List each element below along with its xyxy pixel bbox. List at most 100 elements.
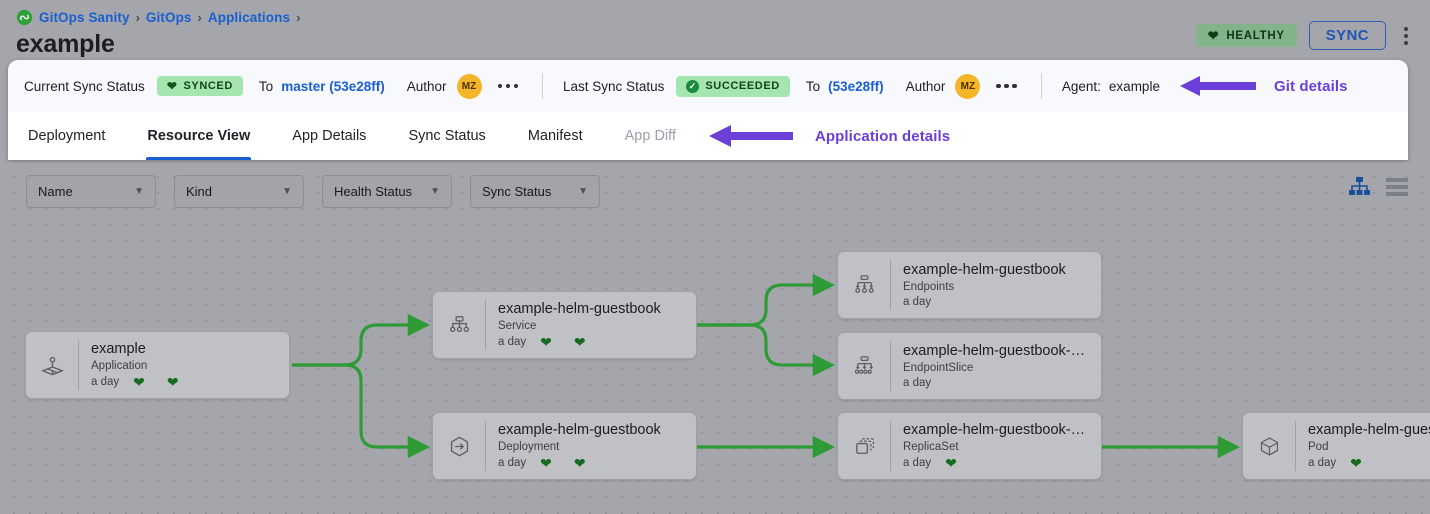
- node-age: a day: [902, 377, 932, 389]
- graph-node-endpointslice[interactable]: example-helm-guestbook-ct... EndpointSli…: [837, 332, 1102, 400]
- tab-sync-status[interactable]: Sync Status: [408, 128, 486, 144]
- chevron-down-icon: ▼: [578, 186, 588, 197]
- deployment-icon: [433, 433, 485, 460]
- tab-manifest[interactable]: Manifest: [527, 128, 583, 144]
- current-revision-link[interactable]: master (53e28ff): [281, 78, 385, 94]
- last-revision-link[interactable]: (53e28ff): [828, 78, 884, 94]
- tab-app-details[interactable]: App Details: [292, 128, 367, 144]
- divider: [542, 73, 544, 99]
- filter-sync-status-label: Sync Status: [482, 184, 552, 199]
- node-meta: a day: [903, 296, 1066, 308]
- status-badge-health: ❤ HEALTHY: [1195, 24, 1297, 47]
- node-age: a day: [902, 457, 932, 469]
- resource-graph-canvas: Name ▼ Kind ▼ Health Status ▼ Sync Statu…: [0, 163, 1430, 514]
- list-view-icon[interactable]: [1386, 177, 1408, 201]
- last-sync-status-badge: ✓ SUCCEEDED: [676, 75, 790, 97]
- tab-app-diff[interactable]: App Diff: [624, 128, 676, 144]
- node-age: a day: [498, 336, 527, 348]
- endpoints-icon: [838, 272, 890, 299]
- last-sync-status-value: SUCCEEDED: [705, 80, 780, 92]
- tab-bar: Deployment Resource View App Details Syn…: [8, 112, 1408, 160]
- graph-node-pod[interactable]: example-helm-guest Pod a day ❤: [1242, 412, 1430, 480]
- node-name: example-helm-guest: [1308, 422, 1430, 438]
- divider: [1295, 421, 1296, 471]
- filter-sync-status[interactable]: Sync Status ▼: [470, 175, 600, 208]
- node-body: example-helm-guestbook-ct... EndpointSli…: [891, 343, 1101, 389]
- git-details-annotation-label: Git details: [1273, 77, 1348, 95]
- current-sync-status-badge: ❤ SYNCED: [156, 76, 243, 96]
- avatar: MZ: [456, 73, 482, 99]
- node-age: a day: [1308, 457, 1337, 469]
- left-arrow-annotation: [707, 123, 795, 149]
- node-meta: a day ❤ ❤: [91, 375, 201, 389]
- divider: [1040, 73, 1042, 99]
- last-to-label: To: [805, 78, 821, 94]
- ellipsis-icon[interactable]: [992, 81, 1021, 92]
- graph-node-replicaset[interactable]: example-helm-guestbook-74... ReplicaSet …: [837, 412, 1102, 480]
- filter-name[interactable]: Name ▼: [26, 175, 156, 208]
- card-white-bg: [8, 112, 1408, 160]
- heart-icon: ❤: [1207, 28, 1220, 43]
- current-author-label: Author: [406, 78, 447, 94]
- breadcrumb: GitOps Sanity › GitOps › Applications ›: [16, 9, 300, 26]
- graph-node-service[interactable]: example-helm-guestbook Service a day ❤ ❤: [432, 291, 697, 359]
- filter-name-label: Name: [38, 184, 73, 199]
- last-author-label: Author: [905, 78, 946, 94]
- pod-icon: [1243, 433, 1295, 460]
- breadcrumb-item-0[interactable]: GitOps Sanity: [39, 10, 130, 25]
- header-actions: ❤ HEALTHY SYNC: [1195, 21, 1414, 50]
- current-to-label: To: [258, 78, 274, 94]
- node-body: example-helm-guestbook Deployment a day …: [486, 422, 671, 470]
- tree-view-icon[interactable]: [1349, 177, 1370, 201]
- node-kind: ReplicaSet: [902, 441, 959, 453]
- node-kind: Service: [498, 320, 537, 332]
- view-toggle-group: [1349, 177, 1408, 201]
- node-meta: a day ❤ ❤: [498, 456, 661, 470]
- filter-health-status[interactable]: Health Status ▼: [322, 175, 452, 208]
- node-age: a day: [498, 457, 527, 469]
- tab-deployment[interactable]: Deployment: [28, 128, 106, 144]
- graph-node-application[interactable]: example Application a day ❤ ❤: [25, 331, 290, 399]
- graph-node-deployment[interactable]: example-helm-guestbook Deployment a day …: [432, 412, 697, 480]
- divider: [485, 300, 486, 350]
- node-meta: a day ❤ ❤: [498, 335, 661, 349]
- left-arrow-annotation: [1178, 74, 1258, 98]
- sync-button[interactable]: SYNC: [1308, 21, 1386, 50]
- health-badge-label: HEALTHY: [1226, 29, 1285, 42]
- breadcrumb-separator: ›: [296, 10, 301, 25]
- heart-icon: ❤: [540, 334, 552, 349]
- node-kind: Application: [91, 360, 148, 372]
- node-body: example-helm-guestbook Service a day ❤ ❤: [486, 301, 671, 349]
- node-name: example-helm-guestbook: [498, 301, 661, 317]
- breadcrumb-item-1[interactable]: GitOps: [145, 10, 192, 25]
- gitops-logo-icon: [16, 9, 33, 26]
- divider: [485, 421, 486, 471]
- filter-kind[interactable]: Kind ▼: [174, 175, 304, 208]
- kebab-menu-icon[interactable]: [1398, 23, 1414, 49]
- tab-resource-view[interactable]: Resource View: [126, 112, 271, 160]
- endpointslice-icon: [838, 353, 890, 380]
- filter-health-status-label: Health Status: [334, 184, 413, 199]
- node-kind: Pod: [1308, 441, 1329, 453]
- agent-value: example: [1108, 78, 1160, 94]
- last-sync-status-label: Last Sync Status: [563, 78, 665, 94]
- replicaset-icon: [838, 433, 890, 460]
- node-name: example-helm-guestbook-ct...: [902, 343, 1091, 359]
- ellipsis-icon[interactable]: [494, 81, 523, 92]
- graph-node-endpoints[interactable]: example-helm-guestbook Endpoints a day: [837, 251, 1102, 319]
- current-sync-status-label: Current Sync Status: [24, 78, 145, 94]
- node-body: example-helm-guestbook-74... ReplicaSet …: [891, 422, 1101, 470]
- node-age: a day: [91, 376, 120, 388]
- breadcrumb-separator: ›: [135, 10, 140, 25]
- current-sync-status-value: SYNCED: [183, 80, 233, 92]
- service-icon: [433, 312, 485, 339]
- check-circle-icon: ✓: [686, 79, 700, 93]
- node-name: example-helm-guestbook: [498, 422, 661, 438]
- node-age: a day: [903, 296, 932, 308]
- breadcrumb-separator: ›: [197, 10, 202, 25]
- filter-kind-label: Kind: [186, 184, 213, 199]
- node-meta: a day: [903, 377, 1091, 389]
- node-meta: a day ❤: [1308, 456, 1430, 470]
- breadcrumb-item-2[interactable]: Applications: [207, 10, 291, 25]
- page-title: example: [16, 30, 115, 58]
